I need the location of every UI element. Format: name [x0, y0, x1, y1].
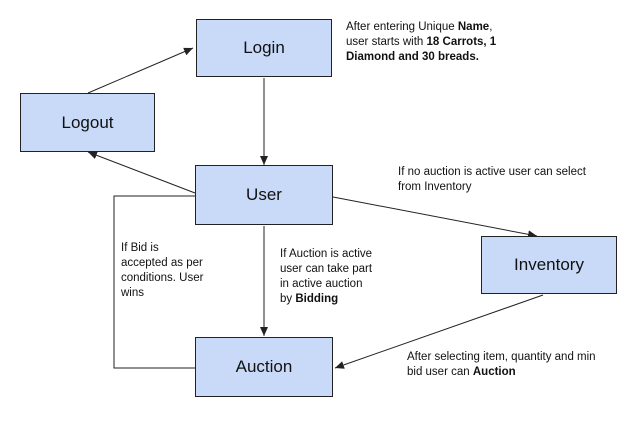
active-auction-note-line-2: user can take part — [280, 263, 373, 275]
login-label: Login — [243, 38, 285, 57]
edge-user-to-logout — [87, 151, 196, 194]
selecting-note-line-2: bid user can Auction — [407, 366, 516, 378]
user-node: User — [195, 165, 333, 225]
logout-label: Logout — [61, 112, 114, 132]
bid-note-line-3: conditions. User — [121, 272, 204, 284]
active-auction-note-line-4: by Bidding — [280, 293, 339, 305]
no-auction-note-line-1: If no auction is active user can select — [398, 166, 586, 178]
login-note-line-2: user starts with 18 Carrots, 1 — [346, 36, 497, 48]
edge-inventory-to-auction — [334, 294, 544, 369]
inventory-node: Inventory — [481, 236, 617, 294]
active-auction-note: If Auction is active user can take part … — [280, 247, 372, 307]
login-node: Login — [196, 19, 332, 77]
selecting-note-line-1: After selecting item, quantity and min — [407, 351, 596, 363]
auction-node: Auction — [195, 337, 333, 397]
bid-note-line-4: wins — [121, 287, 145, 299]
logout-node: Logout — [20, 93, 155, 152]
selecting-note: After selecting item, quantity and min b… — [407, 350, 596, 380]
active-auction-note-line-1: If Auction is active — [280, 248, 373, 260]
user-label: User — [246, 185, 282, 204]
login-note-line-1: After entering Unique Name, — [346, 21, 493, 33]
edge-user-to-inventory — [332, 196, 538, 239]
no-auction-note: If no auction is active user can select … — [398, 165, 586, 195]
bid-note-line-1: If Bid is — [121, 242, 159, 254]
inventory-label: Inventory — [514, 255, 584, 274]
edge-logout-to-login — [87, 47, 194, 94]
edge-auction-to-user-loop — [113, 195, 195, 369]
active-auction-note-line-3: in active auction — [280, 278, 363, 290]
login-note-line-3: Diamond and 30 breads. — [346, 51, 479, 63]
bid-accepted-note: If Bid is accepted as per conditions. Us… — [121, 241, 203, 301]
no-auction-note-line-2: from Inventory — [398, 181, 472, 193]
auction-label: Auction — [235, 357, 293, 376]
login-note: After entering Unique Name, user starts … — [346, 20, 496, 65]
bid-note-line-2: accepted as per — [121, 257, 203, 269]
